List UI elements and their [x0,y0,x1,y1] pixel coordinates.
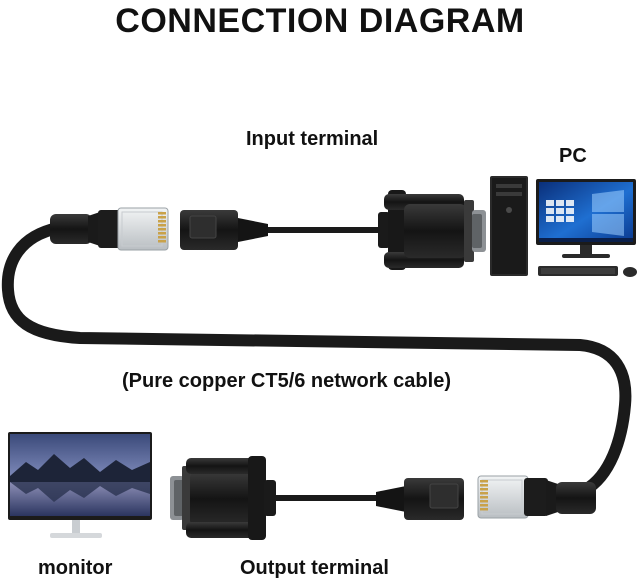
output-rj45-plug [477,475,596,519]
cable-label: (Pure copper CT5/6 network cable) [122,370,451,392]
input-rj45-female [180,210,268,250]
pc-tower [490,176,528,276]
diagram-title: CONNECTION DIAGRAM [115,2,525,40]
input-vga-connector [378,190,486,270]
input-terminal-label: Input terminal [246,128,379,150]
keyboard [538,266,618,276]
network-cable [1,222,632,496]
output-terminal-label: Output terminal [240,557,389,579]
pc-label: PC [559,145,587,167]
input-rj45-plug [50,207,169,251]
output-vga-connector [170,456,276,540]
mouse [623,267,637,277]
pc-monitor [536,179,636,258]
monitor-display [8,432,152,538]
output-rj45-female [376,478,464,520]
monitor-label: monitor [38,557,113,579]
